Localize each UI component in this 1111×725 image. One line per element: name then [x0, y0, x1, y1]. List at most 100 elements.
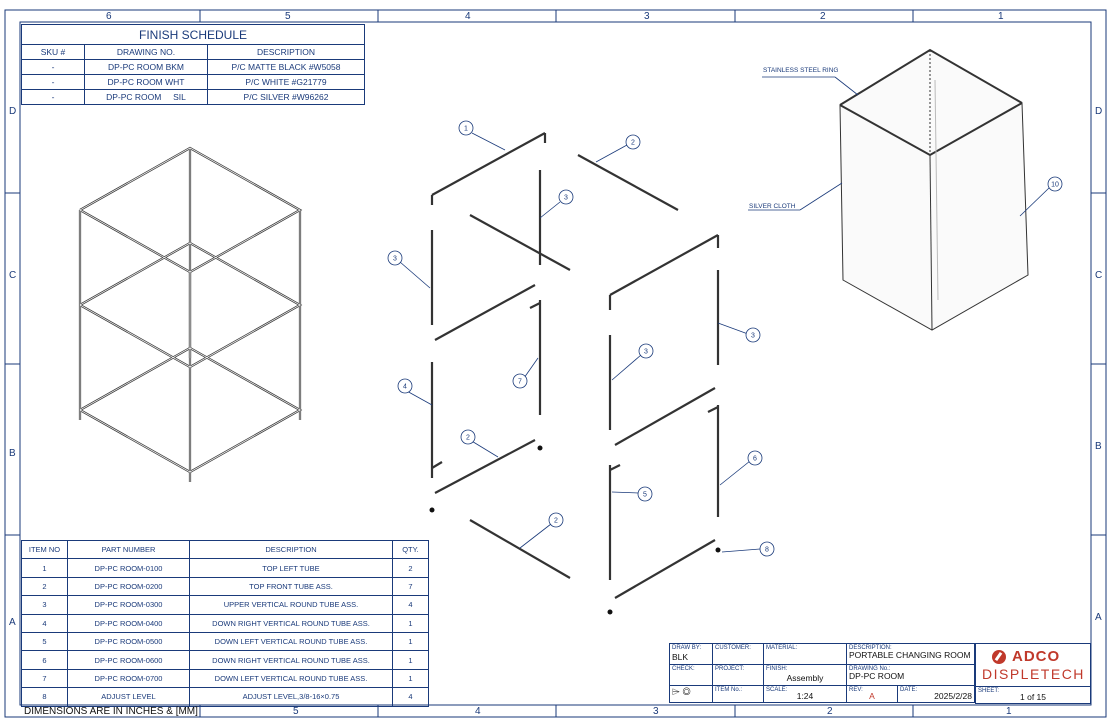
- finish-row: - DP-PC ROOM SIL P/C SILVER #W96262: [21, 89, 365, 105]
- bom-header-desc: DESCRIPTION: [189, 539, 393, 560]
- bom-header-qty: QTY.: [392, 539, 429, 560]
- project-label: PROJECT:: [715, 666, 745, 672]
- drawing-no-label: DRAWING No.:: [849, 666, 891, 672]
- bom-item: 1: [21, 558, 68, 578]
- bom-desc: DOWN LEFT VERTICAL ROUND TUBE ASS.: [189, 631, 393, 652]
- bom-part: DP-PC ROOM-0500: [67, 631, 190, 652]
- finish-sku: -: [21, 59, 85, 75]
- cloth-room-view: [839, 48, 1029, 331]
- bom-qty: 2: [392, 558, 429, 578]
- date-label: DATE:: [900, 687, 918, 693]
- zone-left-d: D: [9, 106, 17, 117]
- brand-sub: DISPLETECH: [982, 666, 1085, 682]
- drawing-no-value: DP-PC ROOM: [849, 671, 905, 681]
- draw-by-label: DRAW BY:: [672, 645, 702, 651]
- bom-item: 7: [21, 668, 68, 689]
- svg-text:3: 3: [393, 256, 397, 263]
- bom-desc: TOP LEFT TUBE: [189, 558, 393, 578]
- finish-header-drawing: DRAWING NO.: [84, 44, 208, 60]
- svg-text:3: 3: [644, 349, 648, 356]
- bom-desc: DOWN RIGHT VERTICAL ROUND TUBE ASS.: [189, 613, 393, 633]
- brand-logo-icon: [992, 650, 1006, 664]
- bom-item: 5: [21, 631, 68, 652]
- bom-item: 3: [21, 595, 68, 615]
- bom-item: 4: [21, 613, 68, 633]
- bom-qty: 1: [392, 650, 429, 670]
- finish-header-sku: SKU #: [21, 44, 85, 60]
- finish-row: - DP-PC ROOM WHT P/C WHITE #G21779: [21, 74, 365, 90]
- svg-text:2: 2: [554, 518, 558, 525]
- finish-drawing: DP-PC ROOM SIL: [84, 89, 208, 105]
- zone-bottom-3: 3: [653, 706, 659, 717]
- customer-label: CUSTOMER:: [715, 645, 751, 651]
- bom-desc: DOWN LEFT VERTICAL ROUND TUBE ASS.: [189, 668, 393, 689]
- svg-text:1: 1: [464, 126, 468, 133]
- zone-bottom-5: 5: [293, 706, 299, 717]
- svg-text:2: 2: [466, 435, 470, 442]
- bom-part: ADJUST LEVEL: [67, 687, 190, 707]
- zone-right-b: B: [1095, 441, 1102, 452]
- description-value: PORTABLE CHANGING ROOM: [849, 650, 971, 660]
- svg-text:3: 3: [564, 195, 568, 202]
- svg-text:5: 5: [643, 492, 647, 499]
- svg-text:8: 8: [765, 547, 769, 554]
- bom-header-item: ITEM NO: [21, 539, 68, 560]
- title-block-logo: SHEET: 1 of 15: [975, 643, 1091, 704]
- projection-symbol-icon: ⌲ ◎: [672, 687, 691, 698]
- item-no-label: ITEM No.:: [715, 687, 743, 693]
- svg-text:7: 7: [518, 379, 522, 386]
- bom-item: 6: [21, 650, 68, 670]
- zone-top-1: 1: [998, 11, 1004, 22]
- scale-label: SCALE:: [766, 687, 788, 693]
- finish-desc: P/C MATTE BLACK #W5058: [207, 59, 365, 75]
- bom-item: 2: [21, 576, 68, 597]
- finish-header-desc: DESCRIPTION: [207, 44, 365, 60]
- bom-desc: ADJUST LEVEL,3/8-16×0.75: [189, 687, 393, 707]
- bom-qty: 7: [392, 576, 429, 597]
- bom-header-part: PART NUMBER: [67, 539, 190, 560]
- date-value: 2025/2/28: [934, 691, 972, 701]
- finish-label: FINISH:: [766, 666, 788, 672]
- bom-desc: UPPER VERTICAL ROUND TUBE ASS.: [189, 595, 393, 615]
- zone-top-5: 5: [285, 11, 291, 22]
- title-block: DRAW BY:BLK CUSTOMER: MATERIAL: DESCRIPT…: [669, 643, 975, 703]
- zone-right-a: A: [1095, 612, 1102, 623]
- finish-desc: P/C WHITE #G21779: [207, 74, 365, 90]
- bom-qty: 1: [392, 613, 429, 633]
- finish-drawing: DP-PC ROOM WHT: [84, 74, 208, 90]
- finish-schedule-table: FINISH SCHEDULE SKU # DRAWING NO. DESCRI…: [21, 24, 365, 105]
- sheet-value: 1 of 15: [1020, 692, 1046, 702]
- draw-by-value: BLK: [672, 652, 689, 662]
- bom-part: DP-PC ROOM-0200: [67, 576, 190, 597]
- material-label: MATERIAL:: [766, 645, 798, 651]
- finish-row: - DP-PC ROOM BKM P/C MATTE BLACK #W5058: [21, 59, 365, 75]
- bom-part: DP-PC ROOM-0400: [67, 613, 190, 633]
- bom-part: DP-PC ROOM-0600: [67, 650, 190, 670]
- svg-text:4: 4: [403, 384, 407, 391]
- check-label: CHECK:: [672, 666, 695, 672]
- sheet-label: SHEET:: [978, 688, 1000, 694]
- zone-bottom-2: 2: [827, 706, 833, 717]
- zone-top-3: 3: [644, 11, 650, 22]
- bom-desc: TOP FRONT TUBE ASS.: [189, 576, 393, 597]
- bom-item: 8: [21, 687, 68, 707]
- zone-left-c: C: [9, 270, 17, 281]
- bom-part: DP-PC ROOM-0700: [67, 668, 190, 689]
- svg-text:3: 3: [751, 333, 755, 340]
- bom-part: DP-PC ROOM-0100: [67, 558, 190, 578]
- zone-top-6: 6: [106, 11, 112, 22]
- callout-1: [458, 120, 474, 136]
- finish-sku: -: [21, 74, 85, 90]
- zone-right-d: D: [1095, 106, 1103, 117]
- rev-value: A: [869, 691, 875, 701]
- finish-drawing: DP-PC ROOM BKM: [84, 59, 208, 75]
- svg-text:10: 10: [1051, 182, 1059, 189]
